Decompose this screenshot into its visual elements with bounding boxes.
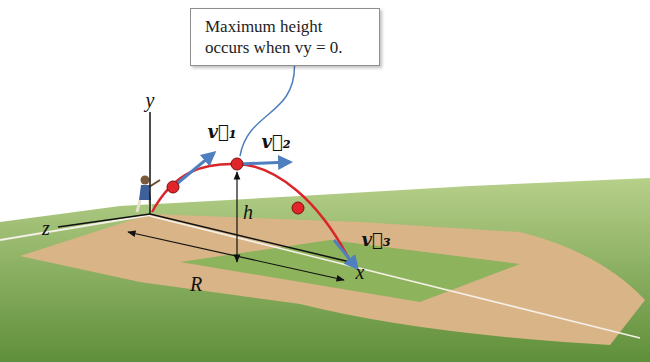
foul-line [0, 215, 150, 240]
callout-box: Maximum height occurs when vy = 0. [190, 8, 380, 66]
y-axis [149, 112, 151, 214]
vector-label: v⃗₃ [361, 229, 390, 251]
axis-label: z [42, 217, 50, 239]
dimension-label: h [243, 201, 253, 223]
vector-label: v⃗₁ [207, 121, 236, 143]
infield-dirt [20, 214, 645, 345]
dimension-label: R [190, 273, 202, 295]
z-axis [58, 214, 150, 227]
velocity-vector [173, 153, 214, 187]
infield-grass [180, 240, 520, 302]
axis-label: x [356, 261, 365, 283]
vector-label: v⃗₂ [261, 131, 290, 153]
velocity-vector [334, 240, 357, 268]
callout-text: Maximum height occurs when vy = 0. [205, 16, 365, 58]
range-dimension [128, 232, 344, 280]
axis-label: y [146, 89, 155, 111]
velocity-vector [240, 162, 290, 164]
ball-position [167, 181, 179, 193]
height-dimension [236, 172, 237, 262]
foul-line [150, 216, 640, 338]
callout-leader [240, 66, 295, 156]
ball-position [231, 158, 243, 170]
outfield-grass [0, 178, 650, 362]
ball-position [292, 202, 304, 214]
